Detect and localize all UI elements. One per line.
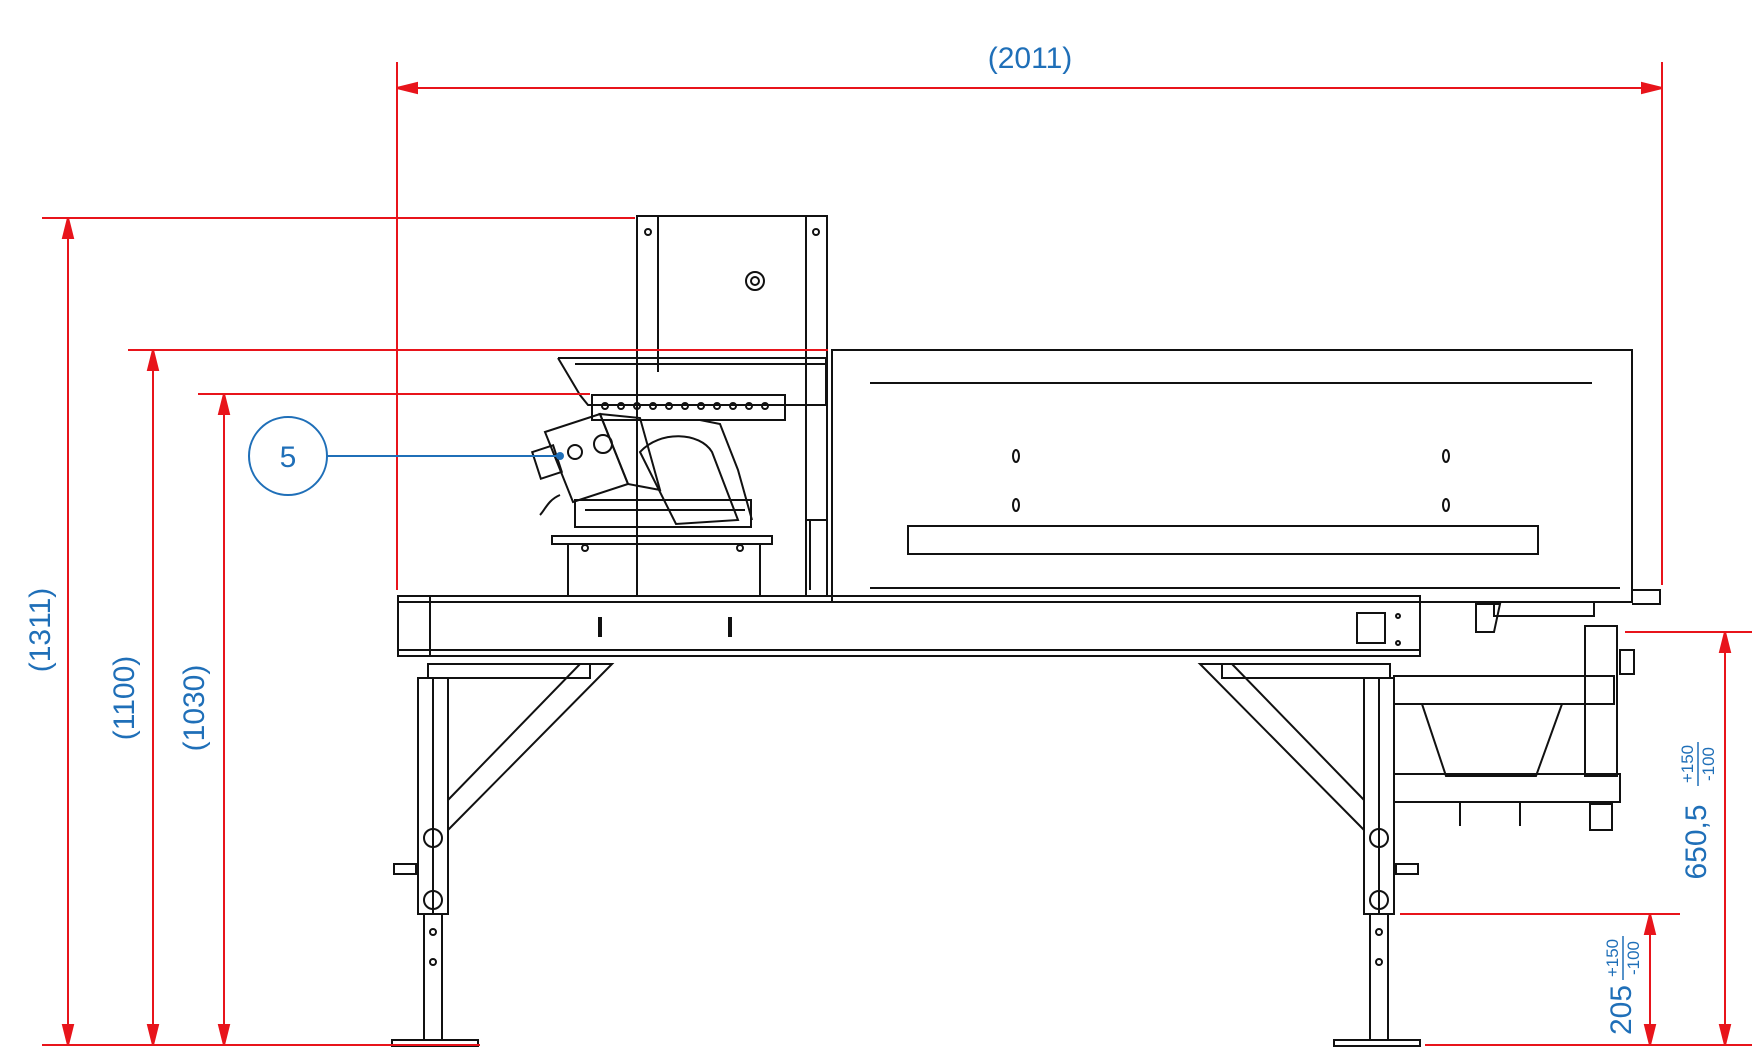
main-housing	[831, 349, 1661, 605]
side-height-tol-lower: -100	[1699, 747, 1718, 781]
side-height-label: 650,5 +150 -100	[1678, 742, 1718, 880]
left-leg	[391, 663, 615, 1047]
right-leg	[1197, 663, 1421, 1047]
leg-height-tol-upper: +150	[1603, 939, 1622, 977]
height-1100-label: (1100)	[108, 656, 141, 741]
dimension-lines	[42, 62, 1752, 1046]
base-beam	[397, 595, 1421, 657]
discharge-frame	[1393, 601, 1635, 831]
side-height-tol-upper: +150	[1678, 745, 1697, 783]
callout-label: 5	[280, 441, 297, 474]
leg-height-label: 205 +150 -100	[1603, 936, 1643, 1035]
motor-unit	[530, 412, 773, 597]
height-1030-label: (1030)	[178, 665, 211, 752]
overall-height-label: (1311)	[24, 588, 57, 673]
dimension-text: (2011) (1311) (1100) (1030) 650,5 +150 -…	[24, 42, 1718, 1035]
leg-height-tol-lower: -100	[1624, 941, 1643, 975]
callout-5: 5	[248, 416, 564, 496]
side-height-value: 650,5	[1680, 804, 1713, 879]
hopper-tray	[557, 357, 827, 421]
machine-outline	[391, 215, 1661, 1047]
overall-width-label: (2011)	[988, 42, 1073, 75]
leg-height-value: 205	[1605, 985, 1638, 1035]
